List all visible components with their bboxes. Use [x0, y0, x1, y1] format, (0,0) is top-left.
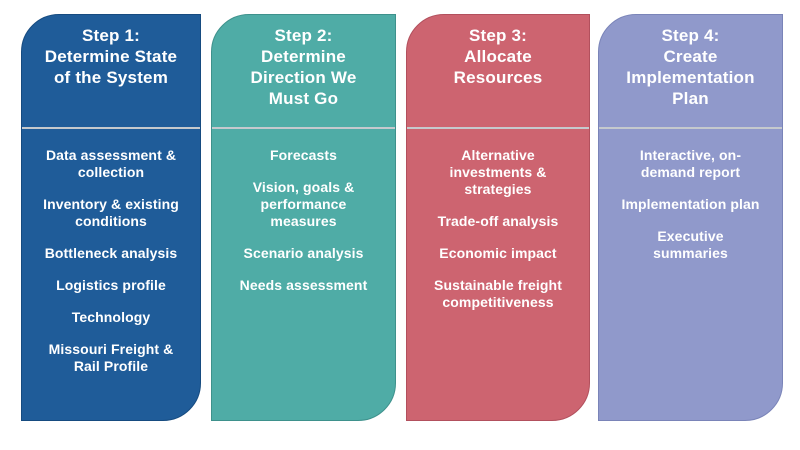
list-item: Trade-off analysis [437, 213, 559, 229]
list-item: Data assessment & collection [45, 147, 177, 180]
list-item: Missouri Freight & Rail Profile [48, 341, 174, 374]
list-item: Inventory & existing conditions [43, 196, 179, 229]
list-item: Implementation plan [621, 196, 760, 212]
header-divider [599, 127, 782, 129]
header-divider [22, 127, 200, 129]
list-item: Needs assessment [239, 277, 368, 293]
list-item: Interactive, on- demand report [639, 147, 742, 180]
list-item: Bottleneck analysis [44, 245, 178, 261]
step-column-4: Step 4: Create Implementation Plan Inter… [598, 14, 783, 421]
list-item: Alternative investments & strategies [449, 147, 547, 197]
list-item: Technology [71, 309, 151, 325]
list-item: Scenario analysis [243, 245, 364, 261]
step-column-3: Step 3: Allocate Resources Alternative i… [406, 14, 590, 421]
step-3-header: Step 3: Allocate Resources [453, 26, 543, 87]
list-item: Logistics profile [56, 277, 166, 293]
list-item: Sustainable freight competitiveness [434, 277, 562, 310]
list-item: Economic impact [439, 245, 557, 261]
step-4-header: Step 4: Create Implementation Plan [626, 26, 755, 108]
step-2-header: Step 2: Determine Direction We Must Go [250, 26, 357, 108]
header-divider [212, 127, 395, 129]
list-item: Executive summaries [653, 228, 728, 261]
step-column-2: Step 2: Determine Direction We Must Go F… [211, 14, 396, 421]
list-item: Vision, goals & performance measures [252, 179, 355, 229]
list-item: Forecasts [269, 147, 338, 163]
step-column-1: Step 1: Determine State of the System Da… [21, 14, 201, 421]
step-1-header: Step 1: Determine State of the System [44, 26, 178, 87]
header-divider [407, 127, 589, 129]
